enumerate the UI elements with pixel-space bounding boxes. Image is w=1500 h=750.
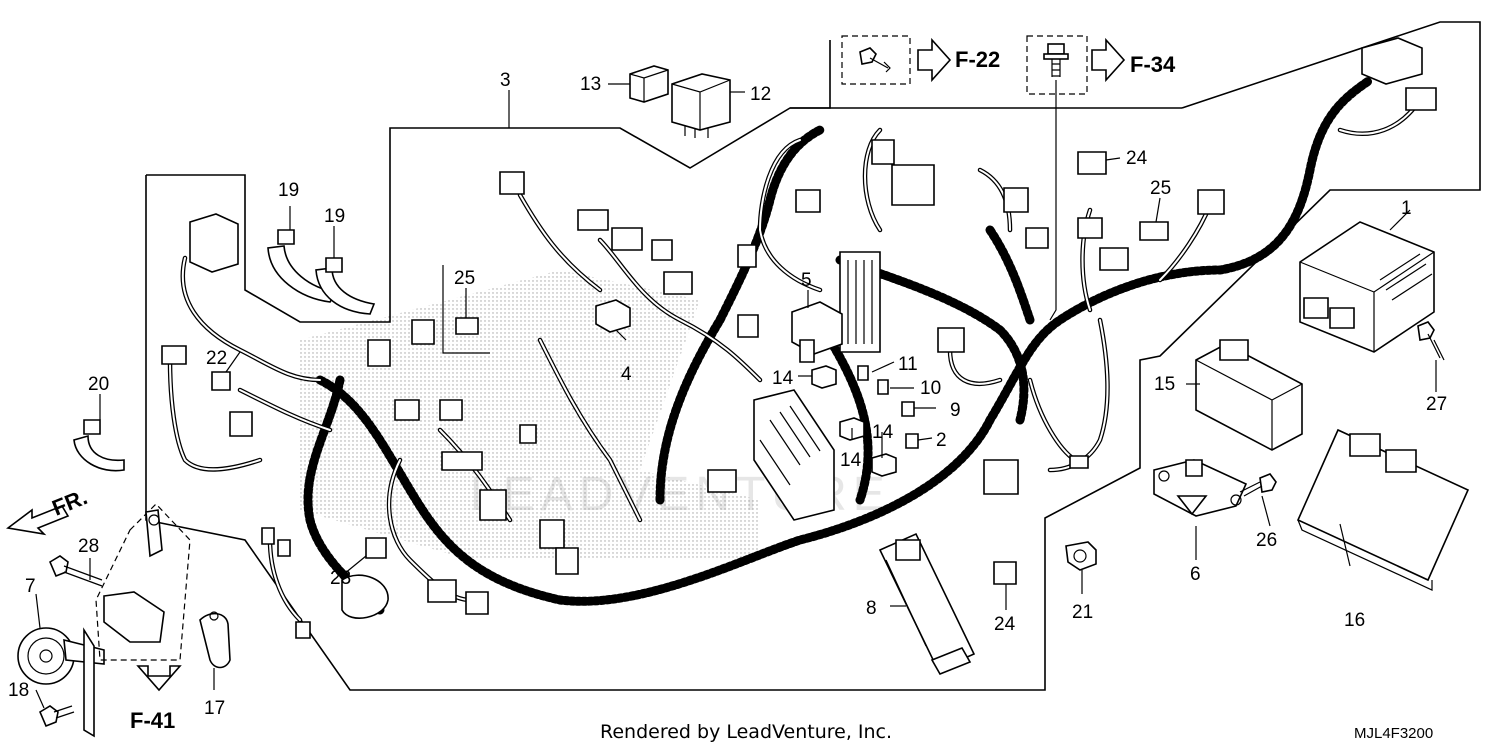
cap-part-13[interactable] <box>629 65 669 103</box>
callout-3[interactable]: 3 <box>500 70 511 91</box>
callout-22[interactable]: 22 <box>206 348 227 369</box>
horn-bracket-assembly[interactable] <box>95 503 191 661</box>
ecm-part-16[interactable] <box>1296 428 1470 591</box>
callout-1[interactable]: 1 <box>1401 198 1412 219</box>
clip-part-24a[interactable] <box>1077 151 1107 175</box>
callout-labels: 1 2 3 4 5 6 7 8 9 10 11 12 13 14 14 14 1… <box>8 70 1447 719</box>
fuse-cover-part-5[interactable] <box>791 301 843 363</box>
clip-part-25a[interactable] <box>455 317 479 335</box>
callout-7[interactable]: 7 <box>25 576 36 597</box>
callout-28[interactable]: 28 <box>78 536 99 557</box>
assembly-outline <box>145 21 1481 691</box>
relay-part-14c[interactable] <box>871 453 897 477</box>
fuse-part-10[interactable] <box>877 379 889 395</box>
callout-14a[interactable]: 14 <box>772 368 794 389</box>
callout-10[interactable]: 10 <box>920 378 941 399</box>
relay-part-14a[interactable] <box>811 365 837 389</box>
bolt-part-26[interactable] <box>1239 473 1277 497</box>
callout-9[interactable]: 9 <box>950 400 961 421</box>
fuse-part-2[interactable] <box>905 433 919 449</box>
callout-17[interactable]: 17 <box>204 698 225 719</box>
bolt-part-18[interactable] <box>38 705 75 728</box>
connectors <box>161 37 1437 639</box>
callout-5[interactable]: 5 <box>801 270 812 291</box>
f22-reference: F-22 <box>841 35 1000 85</box>
arrow-down-icon <box>136 665 182 692</box>
callout-24b[interactable]: 24 <box>994 614 1016 635</box>
callout-18[interactable]: 18 <box>8 680 29 701</box>
callout-14c[interactable]: 14 <box>872 422 894 443</box>
footer-credit: Rendered by LeadVenture, Inc. <box>600 721 892 743</box>
f41-reference: F-41 <box>130 665 182 733</box>
callout-16[interactable]: 16 <box>1344 610 1365 631</box>
f34-reference: F-34 <box>1026 35 1176 321</box>
leader-lines <box>35 83 1437 709</box>
arrow-right-icon <box>917 37 952 83</box>
control-unit-part-15[interactable] <box>1195 339 1303 451</box>
callout-21[interactable]: 21 <box>1072 602 1093 623</box>
grommet-part-21[interactable] <box>1065 541 1097 571</box>
control-unit-part-8[interactable] <box>878 532 976 676</box>
fuse-box[interactable] <box>839 251 881 353</box>
front-label: FR. <box>49 484 91 520</box>
callout-23[interactable]: 23 <box>330 568 351 589</box>
callout-25a[interactable]: 25 <box>454 268 475 289</box>
callout-19a[interactable]: 19 <box>278 180 299 201</box>
callout-12[interactable]: 12 <box>750 84 771 105</box>
bolt-icon <box>859 47 891 73</box>
bolt-icon <box>1043 43 1069 77</box>
callout-2[interactable]: 2 <box>936 430 947 451</box>
callout-13[interactable]: 13 <box>580 74 601 95</box>
band-part-19b[interactable] <box>315 257 376 315</box>
ref-f22-label[interactable]: F-22 <box>955 47 1000 72</box>
sensor-part-6[interactable] <box>1153 459 1248 517</box>
bolt-part-27[interactable] <box>1417 321 1445 361</box>
callout-4[interactable]: 4 <box>621 364 632 385</box>
callout-8[interactable]: 8 <box>866 598 877 619</box>
callout-14b[interactable]: 14 <box>840 450 862 471</box>
callout-20[interactable]: 20 <box>88 374 109 395</box>
relay-part-12[interactable] <box>671 73 731 138</box>
callout-24a[interactable]: 24 <box>1126 148 1148 169</box>
fuse-part-9[interactable] <box>901 401 915 417</box>
arrow-front-icon <box>6 505 70 536</box>
clamp-part-17[interactable] <box>199 611 231 669</box>
clip-part-4[interactable] <box>595 299 631 333</box>
diagram-code: MJL4F3200 <box>1354 725 1433 742</box>
bolt-part-28[interactable] <box>48 555 103 587</box>
horn-part-7[interactable] <box>17 627 105 738</box>
band-part-20[interactable] <box>73 419 125 472</box>
fuse-part-11[interactable] <box>857 365 869 381</box>
front-indicator: FR. <box>6 484 91 536</box>
clip-part-23[interactable] <box>365 537 387 559</box>
callout-27[interactable]: 27 <box>1426 394 1447 415</box>
clip-part-24b[interactable] <box>993 561 1017 585</box>
callout-25b[interactable]: 25 <box>1150 178 1171 199</box>
ref-f34-label[interactable]: F-34 <box>1130 52 1176 77</box>
ref-f41-label[interactable]: F-41 <box>130 708 175 733</box>
regulator-rectifier-part-1[interactable] <box>1299 221 1435 353</box>
arrow-right-icon <box>1091 37 1126 83</box>
clip-part-25b[interactable] <box>1139 221 1169 241</box>
callout-6[interactable]: 6 <box>1190 564 1201 585</box>
callout-26[interactable]: 26 <box>1256 530 1277 551</box>
junction-block[interactable] <box>753 389 835 521</box>
callout-11[interactable]: 11 <box>898 354 918 375</box>
callout-15[interactable]: 15 <box>1154 374 1175 395</box>
clip-part-22[interactable] <box>211 371 231 391</box>
callout-19b[interactable]: 19 <box>324 206 345 227</box>
